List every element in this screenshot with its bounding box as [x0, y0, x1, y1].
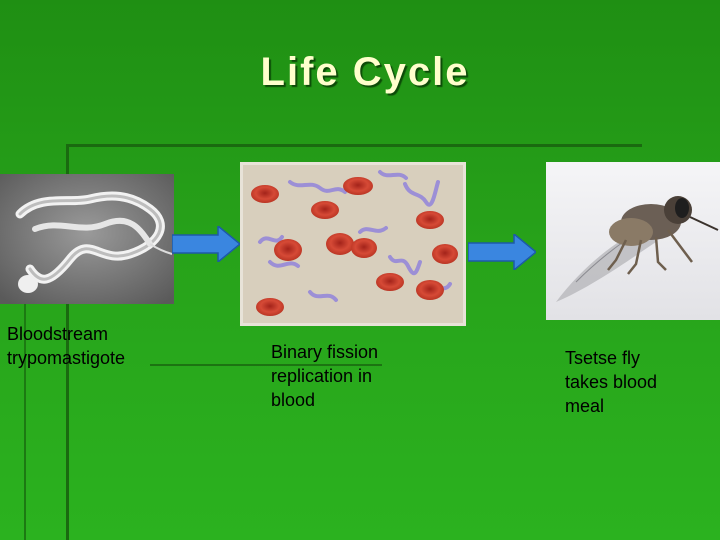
caption-stage-1-line-2: trypomastigote [7, 348, 126, 368]
trypomastigote-micrograph [0, 174, 174, 304]
caption-stage-1-line-1: Bloodstream [7, 324, 109, 344]
caption-stage-2-line-2: replication in [271, 366, 373, 386]
caption-stage-3-line-2: takes blood [565, 372, 658, 392]
frame-line-left [66, 144, 69, 540]
frame-line-middle [150, 364, 382, 366]
frame-line-left-outer [24, 262, 26, 540]
frame-line-top [66, 144, 642, 147]
caption-stage-3-line-1: Tsetse fly [565, 348, 641, 368]
caption-stage-1: Bloodstream trypomastigote [7, 322, 167, 370]
caption-stage-3-line-3: meal [565, 396, 605, 416]
caption-stage-2-line-1: Binary fission [271, 342, 379, 362]
slide-title: Life Cycle [260, 50, 470, 94]
blood-cells-parasites-image [240, 162, 466, 326]
tsetse-fly-photo [546, 162, 720, 320]
caption-stage-3: Tsetse fly takes blood meal [565, 346, 705, 418]
caption-stage-2-line-3: blood [271, 390, 316, 410]
caption-stage-2: Binary fission replication in blood [271, 340, 421, 412]
right-arrow-icon [171, 224, 242, 264]
right-arrow-icon-2 [467, 232, 538, 272]
